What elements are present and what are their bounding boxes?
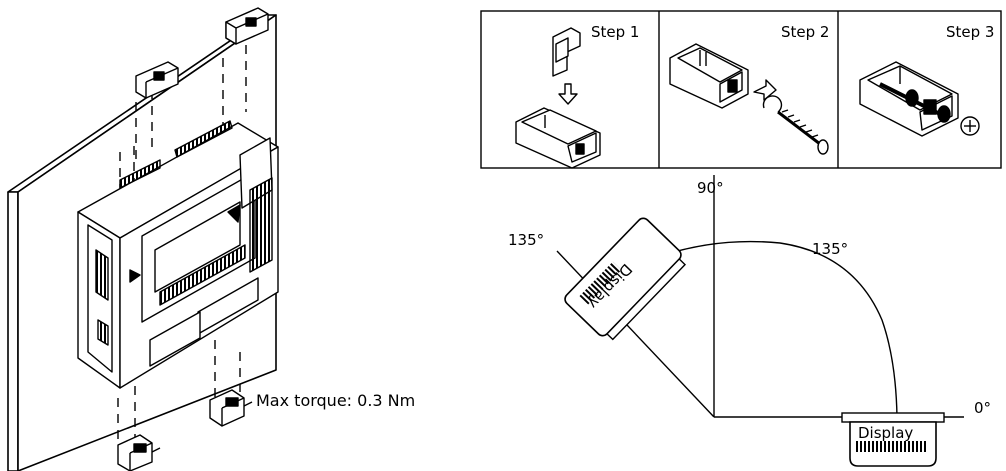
display-label-flat: Display <box>858 424 913 442</box>
step-1-label: Step 1 <box>591 23 639 41</box>
display-unit-flat: Display <box>841 412 945 467</box>
step-3-label: Step 3 <box>946 23 994 41</box>
max-torque-label: Max torque: 0.3 Nm <box>256 391 415 410</box>
angle-135-right-label: 135° <box>812 240 848 258</box>
clip-top-left <box>135 61 179 99</box>
angle-0-label: 0° <box>974 399 991 417</box>
mounting-angle-diagram: 90° 135° 135° 0° Display Display <box>508 175 991 467</box>
angle-135-left-label: 135° <box>508 231 544 249</box>
clamp-assembly-steps: Step 1 Step 2 Step 3 <box>480 10 1002 169</box>
step-1-illustration <box>515 27 601 169</box>
clip-top-right <box>225 7 269 45</box>
steps-frame <box>480 10 1002 169</box>
display-unit-tilted: Display <box>564 217 687 341</box>
clip-bottom-right <box>209 389 253 427</box>
panel-mounting-illustration: Max torque: 0.3 Nm <box>7 7 415 471</box>
step-2-label: Step 2 <box>781 23 829 41</box>
step-2-illustration <box>669 43 829 155</box>
step-3-illustration <box>859 61 980 137</box>
hmi-unit <box>77 120 279 389</box>
clip-bottom-left <box>117 434 161 471</box>
angle-90-label: 90° <box>697 179 724 197</box>
